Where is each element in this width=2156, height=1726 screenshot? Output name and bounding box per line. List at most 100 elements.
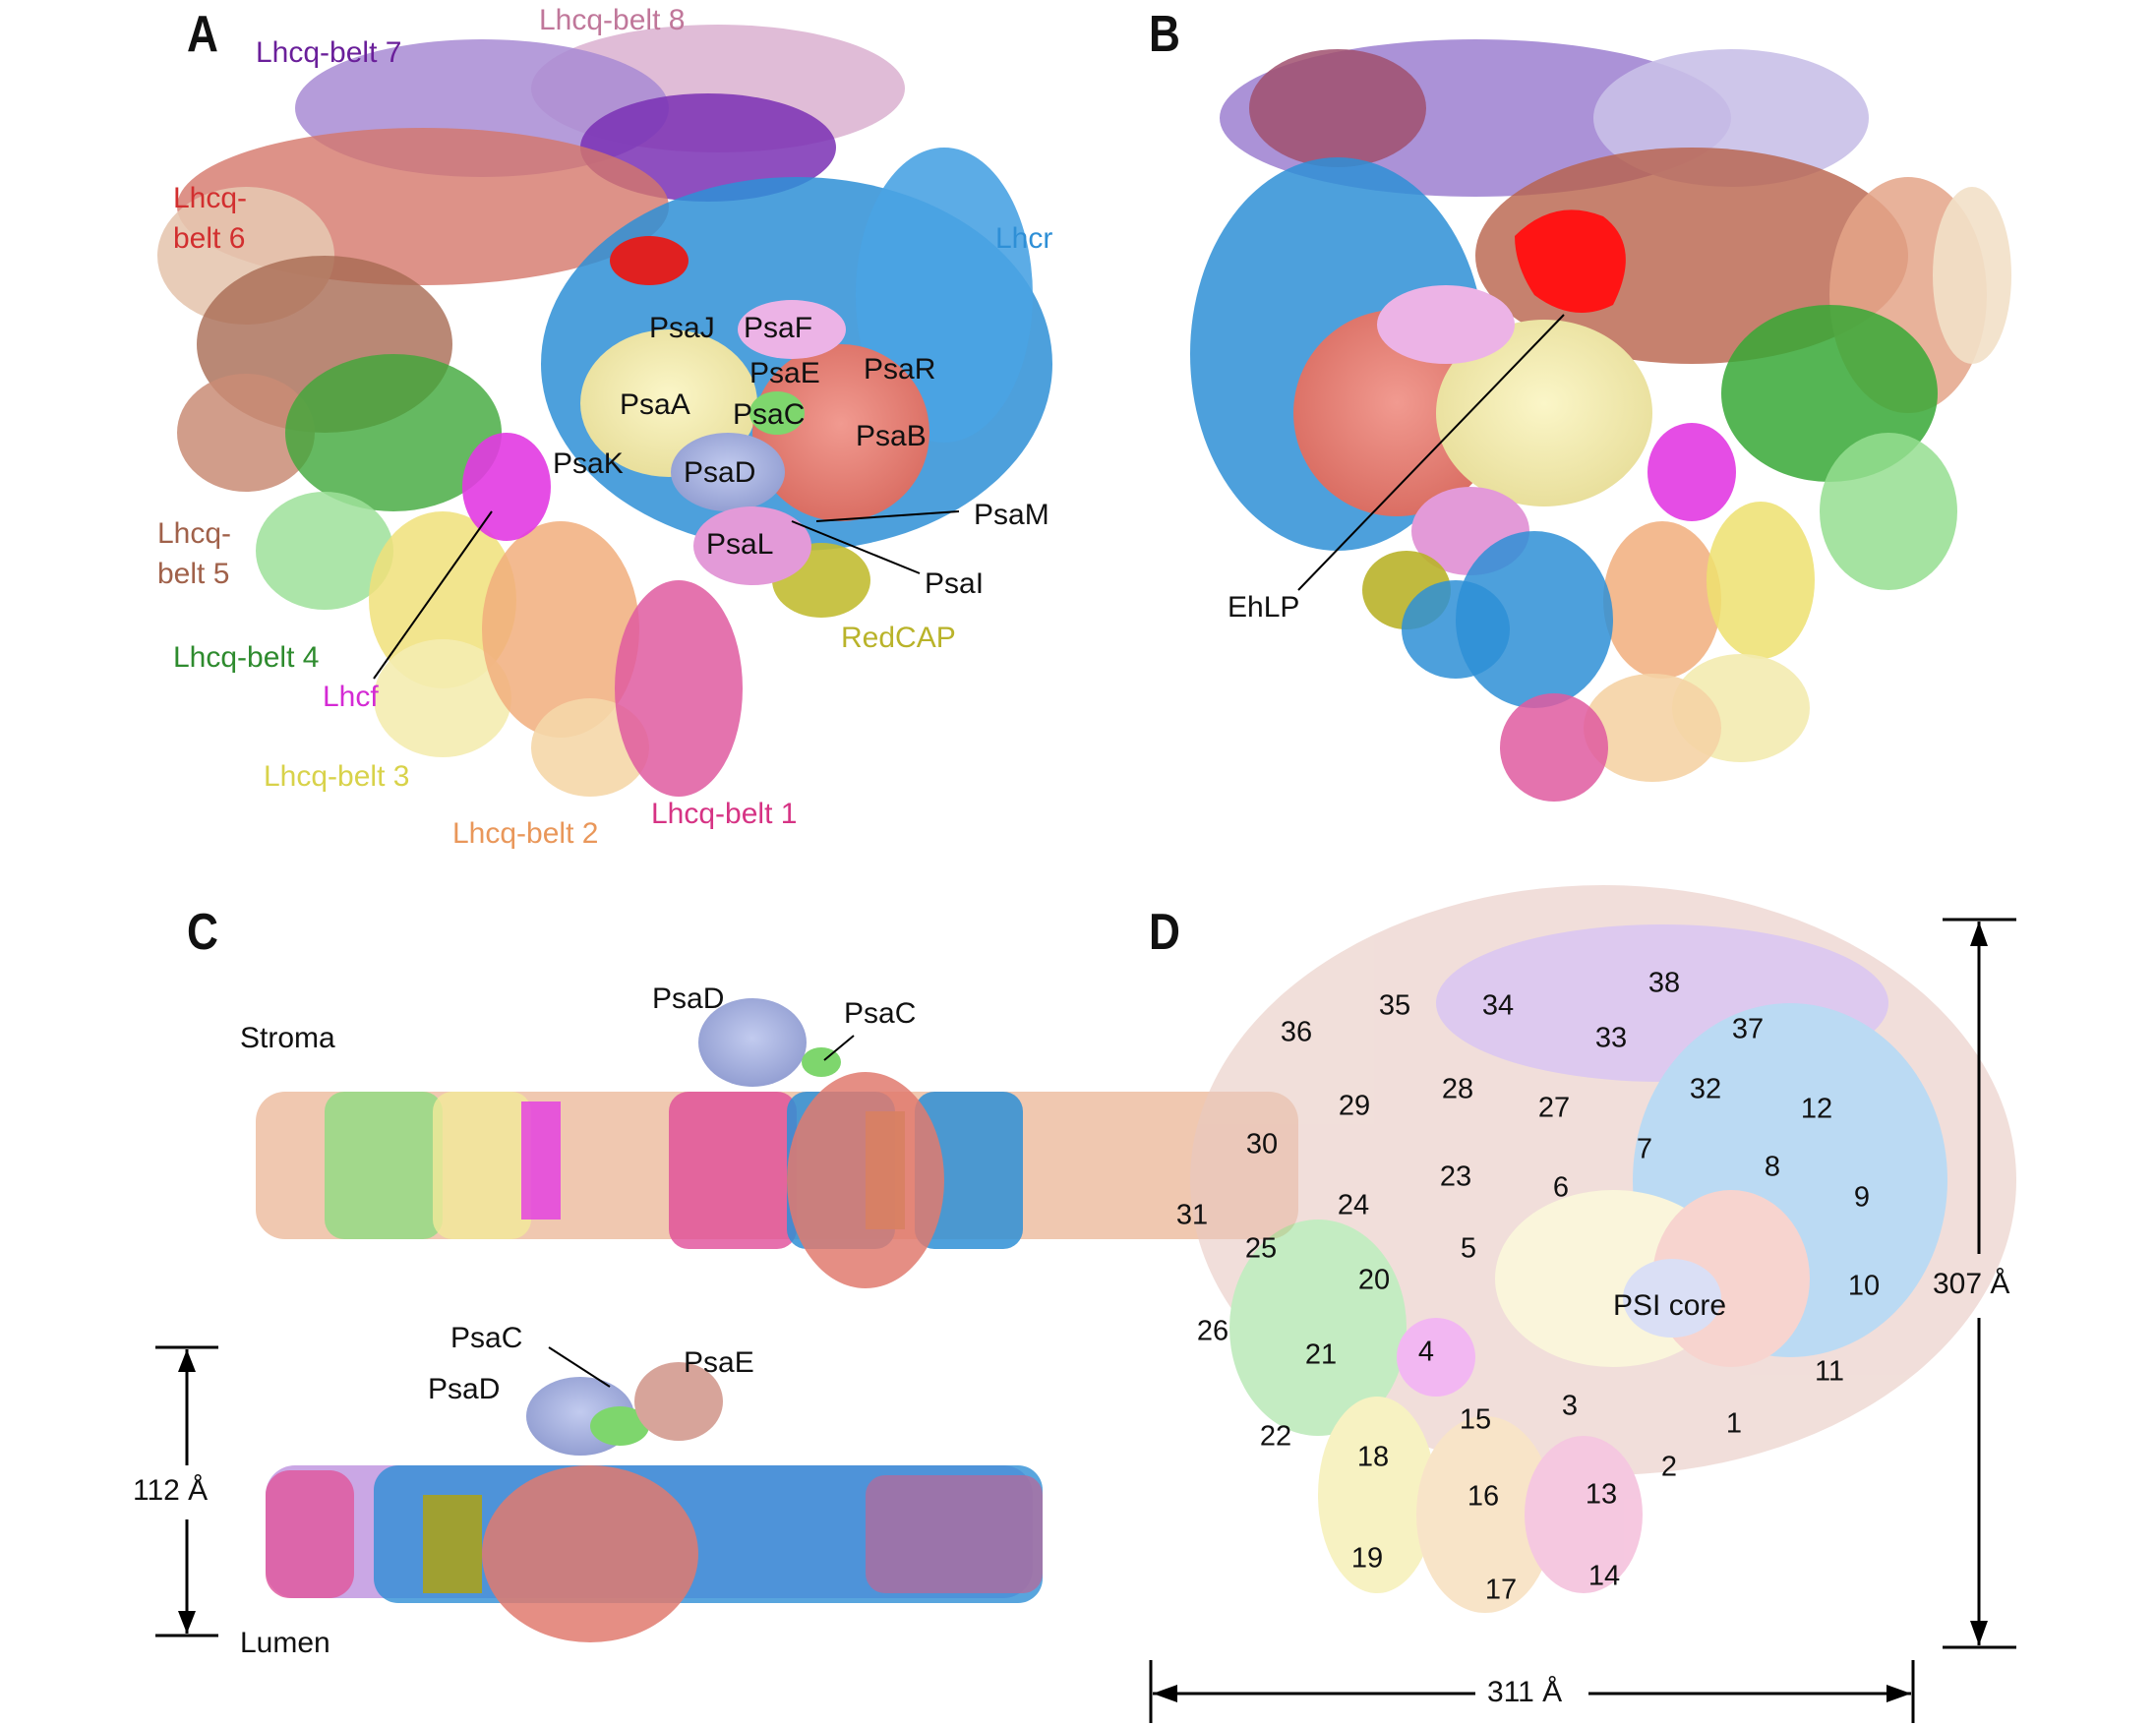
subunit-number-27: 27 [1537, 1092, 1571, 1124]
subunit-number-1: 1 [1725, 1407, 1743, 1440]
label-belt7: Lhcq-belt 7 [256, 36, 402, 69]
subunit-number-11: 11 [1814, 1355, 1845, 1388]
subunit-number-6: 6 [1552, 1171, 1570, 1204]
subunit-number-28: 28 [1441, 1073, 1474, 1105]
subunit-number-19: 19 [1350, 1542, 1384, 1575]
psaC-surface [749, 391, 805, 435]
label-psak: PsaK [553, 447, 624, 480]
label-belt5-line1: Lhcq- [157, 517, 232, 550]
b-lhcr-bottom [1456, 531, 1613, 708]
b-bottom-peach [1584, 674, 1721, 782]
panel-letter-c: C [187, 904, 218, 961]
c-top-core-red [787, 1072, 944, 1288]
subunit-number-26: 26 [1196, 1315, 1229, 1347]
label-lhcr: Lhcr [995, 222, 1053, 255]
subunit-number-29: 29 [1338, 1090, 1371, 1122]
label-belt6-line1: Lhcq- [173, 182, 248, 214]
b-yellow [1707, 502, 1815, 659]
label-psaj: PsaJ [649, 312, 715, 344]
b-pink-bottom [1500, 693, 1608, 802]
label-psad: PsaD [684, 456, 756, 489]
subunit-number-2: 2 [1660, 1451, 1678, 1483]
b-ehlp-red [1515, 209, 1626, 313]
label-c-psac-top: PsaC [844, 997, 917, 1030]
d-magenta [1397, 1318, 1475, 1397]
subunit-number-5: 5 [1460, 1232, 1477, 1265]
d-yellow [1318, 1397, 1436, 1593]
subunit-number-17: 17 [1484, 1574, 1518, 1606]
label-lumen: Lumen [240, 1627, 330, 1659]
panel-b-structure [1190, 39, 2011, 802]
subunit-number-22: 22 [1259, 1420, 1292, 1453]
label-belt5-line2: belt 5 [157, 558, 230, 590]
belt3b-blob [374, 639, 511, 757]
subunit-number-38: 38 [1647, 967, 1681, 999]
label-stroma: Stroma [240, 1022, 335, 1054]
subunit-number-24: 24 [1337, 1189, 1370, 1221]
b-orange [1603, 521, 1721, 679]
label-psaa: PsaA [620, 388, 690, 421]
lhcf-leader [373, 510, 493, 680]
c-bot-mauve [866, 1475, 1043, 1593]
label-c-height: 112 Å [133, 1474, 209, 1507]
subunit-number-15: 15 [1459, 1403, 1492, 1436]
d-hscale-arrow-left [1153, 1685, 1177, 1702]
subunit-number-23: 23 [1439, 1161, 1472, 1193]
belt2-blob [482, 521, 639, 738]
subunit-number-34: 34 [1481, 989, 1515, 1022]
label-psac: PsaC [733, 398, 806, 431]
c-psaC-top-leader [823, 1035, 855, 1061]
subunit-number-3: 3 [1561, 1390, 1579, 1422]
d-vscale-arrow-down [1970, 1621, 1988, 1645]
label-psar: PsaR [864, 353, 936, 386]
c-top-blue-right [915, 1092, 1023, 1249]
psaM-leader [815, 510, 960, 522]
c-top-pink [669, 1092, 797, 1249]
c-scale-arrow-up [178, 1349, 196, 1372]
label-lhcf: Lhcf [323, 681, 379, 713]
label-redcap: RedCAP [841, 622, 956, 654]
subunit-number-37: 37 [1731, 1013, 1765, 1045]
subunit-number-12: 12 [1800, 1093, 1833, 1125]
b-core-pink [1377, 285, 1515, 364]
label-belt3: Lhcq-belt 3 [264, 760, 410, 793]
belt6-red [610, 236, 689, 285]
subunit-number-13: 13 [1585, 1478, 1618, 1511]
subunit-number-20: 20 [1357, 1264, 1391, 1296]
b-far-right [1933, 187, 2011, 364]
belt5b-blob [177, 374, 315, 492]
subunit-number-18: 18 [1356, 1441, 1390, 1473]
c-top-psaD [698, 998, 807, 1087]
subunit-number-36: 36 [1280, 1016, 1313, 1048]
c-scale-arrow-down [178, 1611, 196, 1634]
d-green [1229, 1220, 1407, 1436]
label-belt8: Lhcq-belt 8 [539, 4, 686, 36]
subunit-number-7: 7 [1636, 1133, 1653, 1165]
ehlp-leader [1297, 314, 1565, 591]
label-c-psad-bot: PsaD [428, 1373, 501, 1405]
panel-letter-d: D [1149, 904, 1180, 961]
label-ehlp: EhLP [1228, 591, 1300, 624]
lhcf-blob [462, 433, 551, 541]
label-c-psac-bot: PsaC [450, 1322, 523, 1354]
label-psae: PsaE [749, 357, 820, 389]
label-belt4: Lhcq-belt 4 [173, 641, 320, 674]
d-core-D [1623, 1259, 1721, 1338]
subunit-number-10: 10 [1847, 1270, 1881, 1302]
label-d-height: 307 Å [1933, 1268, 2010, 1300]
b-magenta [1647, 423, 1736, 521]
psaI-leader [791, 520, 921, 574]
label-belt6-line2: belt 6 [173, 222, 246, 255]
label-psai: PsaI [925, 567, 985, 600]
panel-d-scale [1149, 918, 2016, 1723]
b-top-mauve [1249, 49, 1426, 167]
c-bot-psaE [634, 1362, 723, 1441]
c-top-magenta [521, 1101, 561, 1220]
panel-letter-b: B [1149, 6, 1180, 63]
subunit-number-35: 35 [1378, 989, 1411, 1022]
b-core-A [1436, 320, 1652, 506]
c-top-green [325, 1092, 443, 1239]
label-psam: PsaM [974, 499, 1049, 531]
psaD-surface [671, 433, 785, 511]
